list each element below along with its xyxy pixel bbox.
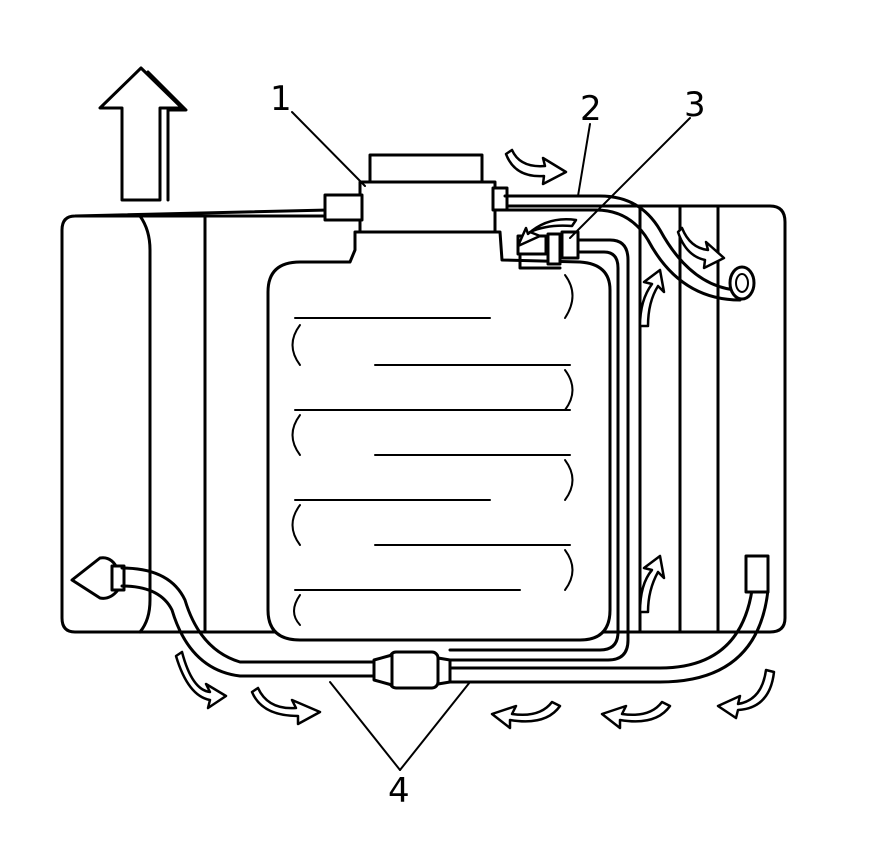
flow-arrow-icon <box>676 226 726 270</box>
callout-2-label: 2 <box>580 89 602 129</box>
flow-arrow-icon <box>716 668 776 720</box>
lower-hoses <box>70 554 770 690</box>
flow-arrow-icon <box>516 218 578 248</box>
air-flow-arrows <box>174 148 776 730</box>
vent-hose <box>503 194 756 302</box>
fuel-tank-body <box>60 204 787 634</box>
flow-arrow-icon <box>600 700 672 730</box>
callout-4-label: 4 <box>388 771 410 811</box>
flow-arrow-icon <box>638 268 666 328</box>
canister-internal-baffles <box>291 274 574 626</box>
flow-arrow-icon <box>490 700 562 730</box>
callout-leaders <box>291 111 691 771</box>
flow-arrow-icon <box>174 650 228 710</box>
purge-line <box>448 238 630 662</box>
flow-arrow-icon <box>250 686 322 726</box>
purge-fitting <box>516 230 580 270</box>
flow-arrow-icon <box>638 554 666 614</box>
evap-canister <box>266 230 612 642</box>
callout-1-label: 1 <box>270 79 292 119</box>
forward-direction-arrow-icon <box>98 66 188 202</box>
vent-valve-assembly <box>323 153 509 234</box>
callout-3-label: 3 <box>684 85 706 125</box>
flow-arrow-icon <box>504 148 568 186</box>
